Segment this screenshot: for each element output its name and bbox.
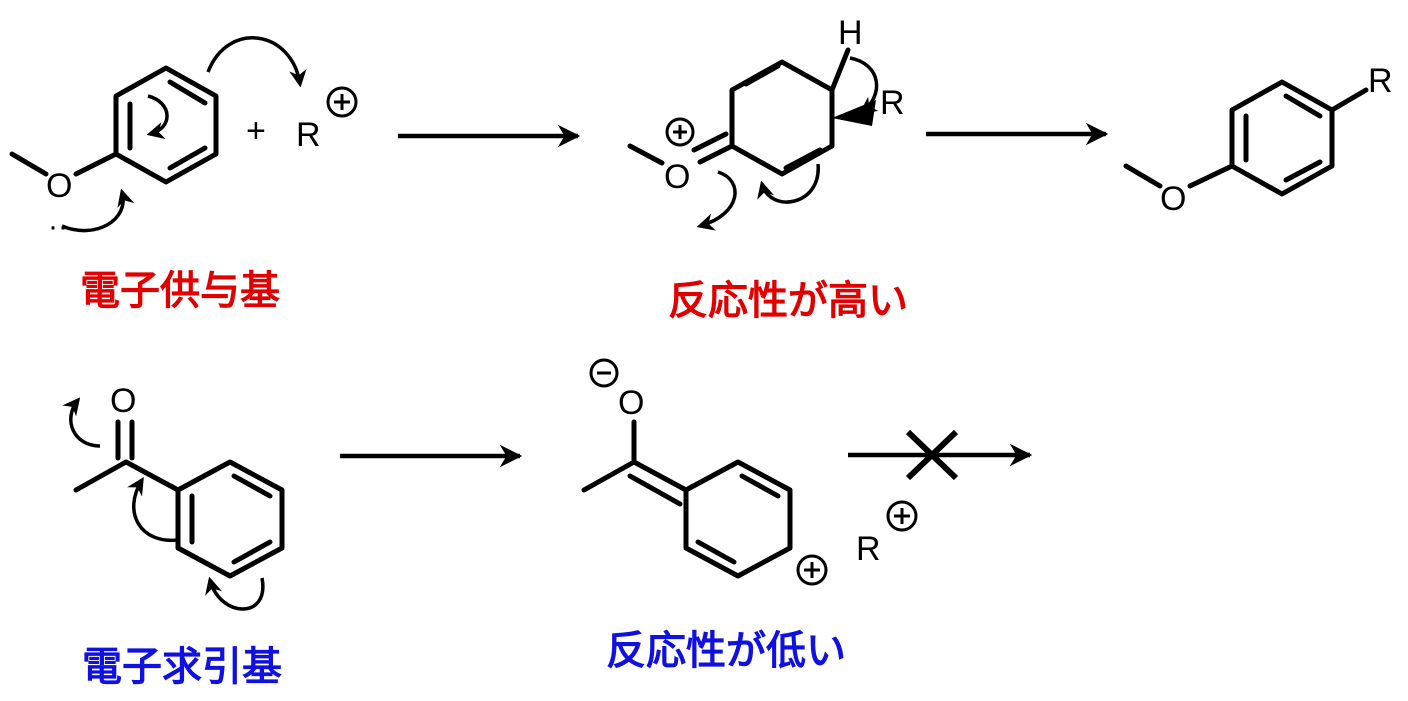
anisole-reactant: O ·· [9, 36, 307, 243]
electrophile-r-plus: R [296, 86, 358, 154]
carbonyl-arrow [62, 397, 101, 448]
positive-charge [326, 86, 358, 118]
blocked-reaction-arrow [848, 429, 1033, 481]
lone-pair: ·· [48, 210, 68, 243]
oxonium-oxygen: O [664, 158, 690, 196]
product-oxygen: O [1160, 180, 1186, 218]
ring-pi-arrow-bottom [205, 576, 265, 611]
oxonium-charge [665, 117, 695, 147]
aryl-ether-bond [73, 151, 119, 177]
cyclohexadiene-ring [729, 59, 835, 177]
oxygen-atom: O [46, 167, 72, 205]
withdrawing-group-label: 電子求引基 [82, 644, 282, 690]
ch-bond-arrow [849, 56, 879, 115]
sigma-complex: O H R [627, 14, 905, 231]
ring-cation-charge [796, 554, 828, 586]
resonance-structure: O [581, 358, 828, 586]
low-reactivity-label: 反応性が低い [606, 628, 846, 674]
plus-sign: + [246, 112, 266, 150]
ring-pi-arrow [146, 94, 169, 140]
lone-pair-arrow [61, 188, 135, 233]
acetophenone-reactant: O [62, 382, 285, 611]
cation-ring [683, 459, 793, 579]
donating-group-label: 電子供与基 [80, 268, 280, 314]
benzene-ring [113, 65, 219, 185]
enolate-oxygen: O [618, 384, 644, 422]
ring-to-carbonyl-arrow [127, 477, 179, 542]
ring-bond-arrow [757, 163, 820, 204]
methyl-bond [9, 151, 49, 177]
electrophile-r-plus-bottom: R [856, 500, 918, 568]
oxygen-arrow [696, 170, 737, 231]
product-r-group: R [1368, 62, 1393, 100]
hydrogen-atom: H [838, 14, 863, 52]
negative-charge [589, 358, 619, 388]
phenyl-ring [175, 459, 285, 579]
r-group-bottom: R [856, 530, 881, 568]
high-reactivity-label: 反応性が高い [668, 278, 908, 324]
r-substituent: R [880, 84, 905, 122]
substituted-anisole-product: O R [1123, 62, 1393, 218]
attack-arrow [206, 36, 307, 88]
r-group: R [296, 116, 321, 154]
carbonyl-oxygen: O [110, 382, 136, 420]
